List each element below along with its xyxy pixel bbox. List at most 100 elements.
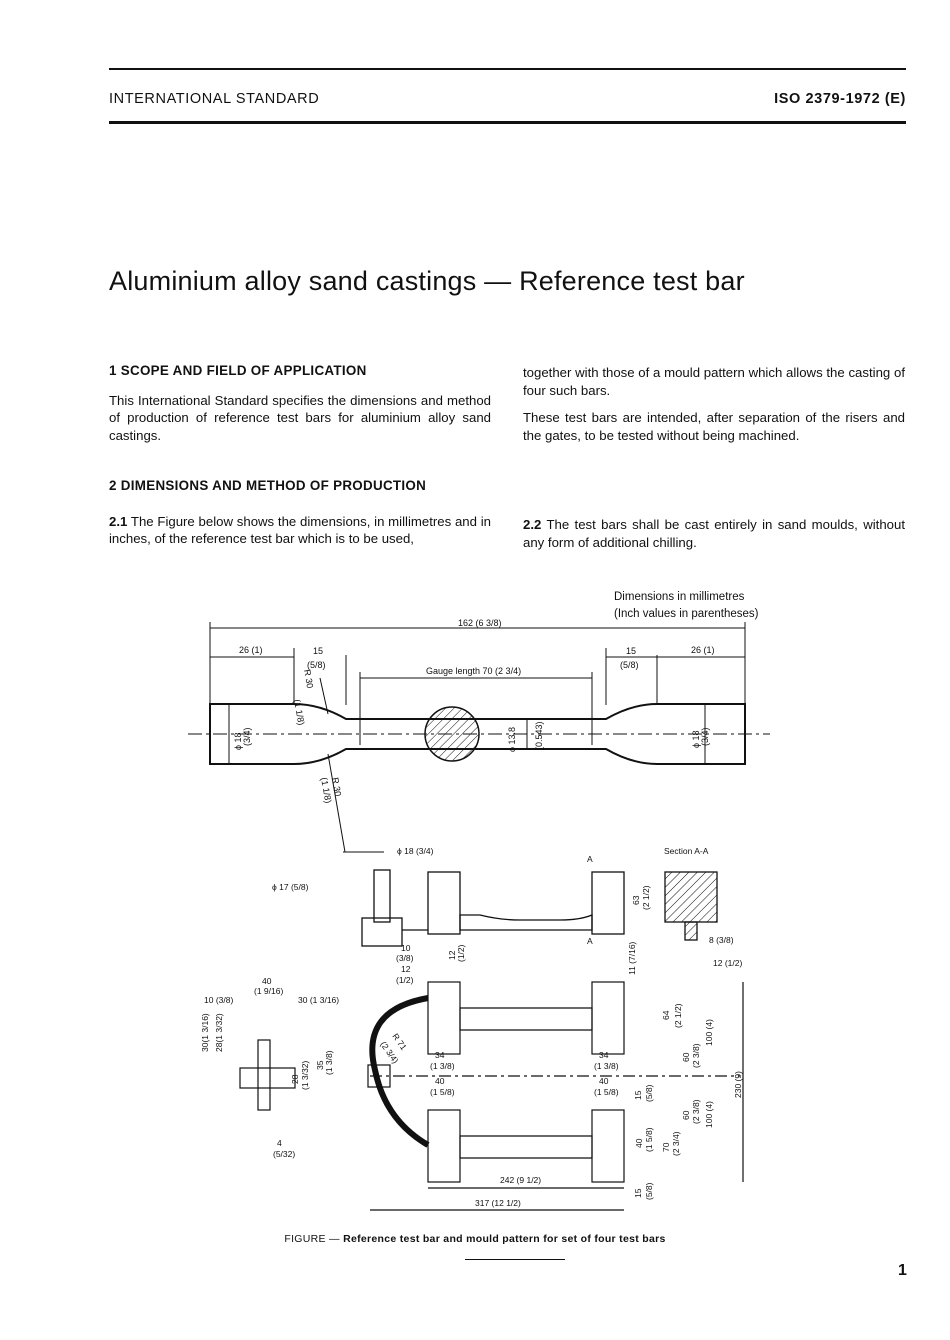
label-d40v-in: (1 5/8): [644, 1127, 654, 1152]
label-end-right: 26 (1): [691, 645, 715, 655]
label-d60a-in: (2 3/8): [691, 1043, 701, 1068]
left-column: 1 SCOPE AND FIELD OF APPLICATION This In…: [109, 362, 491, 558]
clause-2-2: 2.2 The test bars shall be cast entirely…: [523, 516, 905, 551]
label-d40top: 40: [262, 976, 272, 986]
label-d34r-in: (1 3/8): [594, 1061, 619, 1071]
label-d317: 317 (12 1/2): [475, 1198, 521, 1208]
clause-2-2-number: 2.2: [523, 517, 542, 532]
mould-pattern-elevation: [361, 869, 718, 947]
label-section-a-bottom: A: [587, 936, 593, 946]
label-radius-top: R 30: [302, 669, 315, 689]
label-d4-in: (5/32): [273, 1149, 295, 1159]
header-top-rule: [109, 68, 906, 70]
header-left: INTERNATIONAL STANDARD: [109, 91, 320, 107]
label-d60b: 60: [681, 1110, 691, 1120]
section-1-paragraph-2: These test bars are intended, after sepa…: [523, 410, 905, 443]
sprue-base: [361, 917, 403, 947]
label-section-a-a: Section A-A: [664, 846, 709, 856]
label-d34r: 34: [599, 1050, 609, 1060]
section-1-heading: 1 SCOPE AND FIELD OF APPLICATION: [109, 363, 367, 378]
riser-right: [591, 871, 625, 935]
caption-text: Reference test bar and mould pattern for…: [343, 1233, 666, 1245]
label-dia-end-right-in: (3/4): [700, 727, 710, 746]
label-fillet-left-in: (5/8): [307, 660, 326, 670]
label-overall: 162 (6 3/8): [458, 618, 502, 628]
plan-side-block: [239, 1067, 296, 1089]
test-bar-labels: 162 (6 3/8) 26 (1) 26 (1) 15 (5/8) 15 (5…: [233, 618, 715, 804]
label-sprue-dia: ϕ 17 (5/8): [272, 882, 309, 892]
plan-riser-top-left: [427, 981, 461, 1055]
label-d40l: 40: [435, 1076, 445, 1086]
clause-2-1-text: The Figure below shows the dimensions, i…: [109, 513, 492, 547]
caption-prefix: FIGURE —: [284, 1233, 340, 1245]
dimension-note: Dimensions in millimetres (Inch values i…: [614, 589, 758, 623]
sprue-riser: [373, 869, 391, 923]
label-d230: 230 (9): [733, 1071, 743, 1098]
dimension-note-line-2: (Inch values in parentheses): [614, 608, 759, 620]
label-section-a-top: A: [587, 854, 593, 864]
label-riser-dia: ϕ 18 (3/4): [397, 846, 434, 856]
label-dia-end-right: ϕ 18: [691, 730, 701, 748]
label-d70-in: (2 3/4): [671, 1131, 681, 1156]
label-gauge-length: Gauge length 70 (2 3/4): [426, 666, 521, 676]
label-w10: 10: [401, 943, 411, 953]
right-column: together with those of a mould pattern w…: [523, 364, 905, 561]
label-d10: 10 (3/8): [204, 995, 233, 1005]
header-bottom-rule: [109, 121, 906, 124]
label-d15b: 15: [633, 1188, 643, 1198]
section-1-continued: together with those of a mould pattern w…: [523, 365, 905, 398]
test-bar-elevation: [188, 622, 770, 853]
radius-leader-top: [319, 677, 329, 715]
label-d15a: 15: [633, 1090, 643, 1100]
label-d35: 35: [315, 1060, 325, 1070]
label-d35-in: (1 3/8): [324, 1050, 334, 1075]
label-d64: 64: [661, 1010, 671, 1020]
label-w12: 12: [401, 964, 411, 974]
mould-plan-labels: 40 (1 9/16) 10 (3/8) 30 (1 3/16) 30(1 3/…: [200, 976, 743, 1208]
label-dia-end-left: ϕ 18: [233, 732, 243, 750]
label-d30v: 30(1 3/16): [200, 1013, 210, 1052]
label-d30: 30 (1 3/16): [298, 995, 339, 1005]
label-w10-in: (3/8): [396, 953, 414, 963]
figure-caption: FIGURE — Reference test bar and mould pa…: [0, 1233, 950, 1245]
label-dia-mid: ϕ 13.8: [507, 727, 517, 752]
label-d28-in: (1 3/32): [300, 1061, 310, 1090]
header-right: ISO 2379-1972 (E): [774, 91, 906, 107]
label-fillet-right-in: (5/8): [620, 660, 639, 670]
section-a-a-hatch: [664, 871, 718, 923]
label-d4: 4: [277, 1138, 282, 1148]
clause-2-1-number: 2.1: [109, 513, 128, 529]
label-fillet-right: 15: [626, 646, 636, 656]
label-d34l-in: (1 3/8): [430, 1061, 455, 1071]
label-radius-bottom-in: (1 1/8): [319, 777, 333, 804]
plan-riser-bottom-left: [427, 1109, 461, 1183]
label-d242: 242 (9 1/2): [500, 1175, 541, 1185]
label-d100a: 100 (4): [704, 1019, 714, 1046]
label-d100b: 100 (4): [704, 1101, 714, 1128]
label-d40l-in: (1 5/8): [430, 1087, 455, 1097]
end-rule: [465, 1259, 565, 1260]
plan-side-gate: [257, 1039, 271, 1111]
technical-drawing: 162 (6 3/8) 26 (1) 26 (1) 15 (5/8) 15 (5…: [188, 618, 770, 1211]
label-d40top-in: (1 9/16): [254, 986, 283, 996]
label-d15b-in: (5/8): [644, 1182, 654, 1200]
plan-runner-curve: [369, 995, 430, 1148]
clause-2-2-text: The test bars shall be cast entirely in …: [523, 517, 905, 550]
label-d28v: 28(1 3/32): [214, 1013, 224, 1052]
label-sec-8: 8 (3/8): [709, 935, 734, 945]
dimension-note-line-1: Dimensions in millimetres: [614, 591, 745, 603]
label-d70: 70: [661, 1142, 671, 1152]
label-end-left: 26 (1): [239, 645, 263, 655]
label-d60a: 60: [681, 1052, 691, 1062]
mould-pattern-plan: [239, 981, 744, 1211]
label-h12v-in: (1/2): [456, 944, 466, 962]
mould-elevation-labels: ϕ 18 (3/4) ϕ 17 (5/8) Section A-A A A 63…: [272, 846, 742, 985]
label-d40r-in: (1 5/8): [594, 1087, 619, 1097]
label-radius-bottom: R 30: [330, 777, 343, 797]
section-1-paragraph: This International Standard specifies th…: [109, 392, 491, 443]
riser-left: [427, 871, 461, 935]
plan-riser-top-right: [591, 981, 625, 1055]
label-h63-in: (2 1/2): [641, 885, 651, 910]
radius-leader-bottom: [327, 753, 346, 853]
label-w12-in: (1/2): [396, 975, 414, 985]
